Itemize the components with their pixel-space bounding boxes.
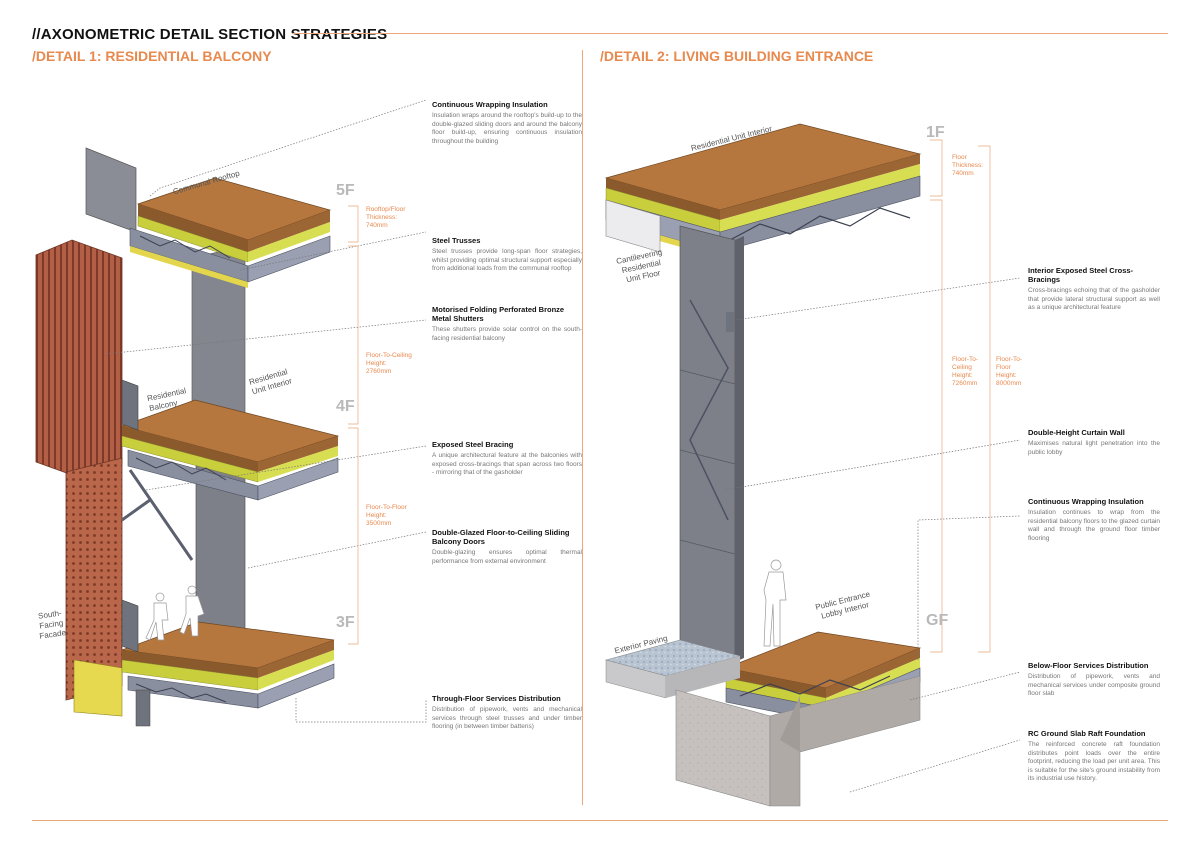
label-south-facing-facade: South- Facing Facade <box>37 608 67 641</box>
annotation-below-floor-services: Below-Floor Services Distribution Distri… <box>1028 661 1160 697</box>
floor-label-4f: 4F <box>336 398 355 415</box>
annotation-interior-cross-bracings: Interior Exposed Steel Cross-Bracings Cr… <box>1028 266 1160 311</box>
bottom-rule <box>32 820 1168 821</box>
floor-label-5f: 5F <box>336 182 355 199</box>
annotation-bronze-shutters: Motorised Folding Perforated Bronze Meta… <box>432 305 582 342</box>
panel-divider <box>582 50 583 805</box>
detail1-section <box>35 99 427 727</box>
detail1-heading: /DETAIL 1: RESIDENTIAL BALCONY <box>32 48 272 64</box>
floor-label-3f: 3F <box>336 614 355 631</box>
annotation-raft-foundation: RC Ground Slab Raft Foundation The reinf… <box>1028 729 1160 782</box>
annotation-wrapping-insulation-2: Continuous Wrapping Insulation Insulatio… <box>1028 497 1160 542</box>
annotation-exposed-bracing: Exposed Steel Bracing A unique architect… <box>432 440 582 476</box>
detail2-heading: /DETAIL 2: LIVING BUILDING ENTRANCE <box>600 48 874 64</box>
annotation-sliding-doors: Double-Glazed Floor-to-Ceiling Sliding B… <box>432 528 582 565</box>
annotation-wrapping-insulation: Continuous Wrapping Insulation Insulatio… <box>432 100 582 145</box>
floor-label-1f: 1F <box>926 124 945 141</box>
detail2-section <box>604 123 1021 807</box>
annotation-services-distribution: Through-Floor Services Distribution Dist… <box>432 694 582 730</box>
annotation-curtain-wall: Double-Height Curtain Wall Maximises nat… <box>1028 428 1160 456</box>
page-title: //AXONOMETRIC DETAIL SECTION STRATEGIES <box>32 26 388 43</box>
title-rule <box>292 33 1168 34</box>
floor-label-gf: GF <box>926 612 949 629</box>
annotation-steel-trusses: Steel Trusses Steel trusses provide long… <box>432 236 582 272</box>
